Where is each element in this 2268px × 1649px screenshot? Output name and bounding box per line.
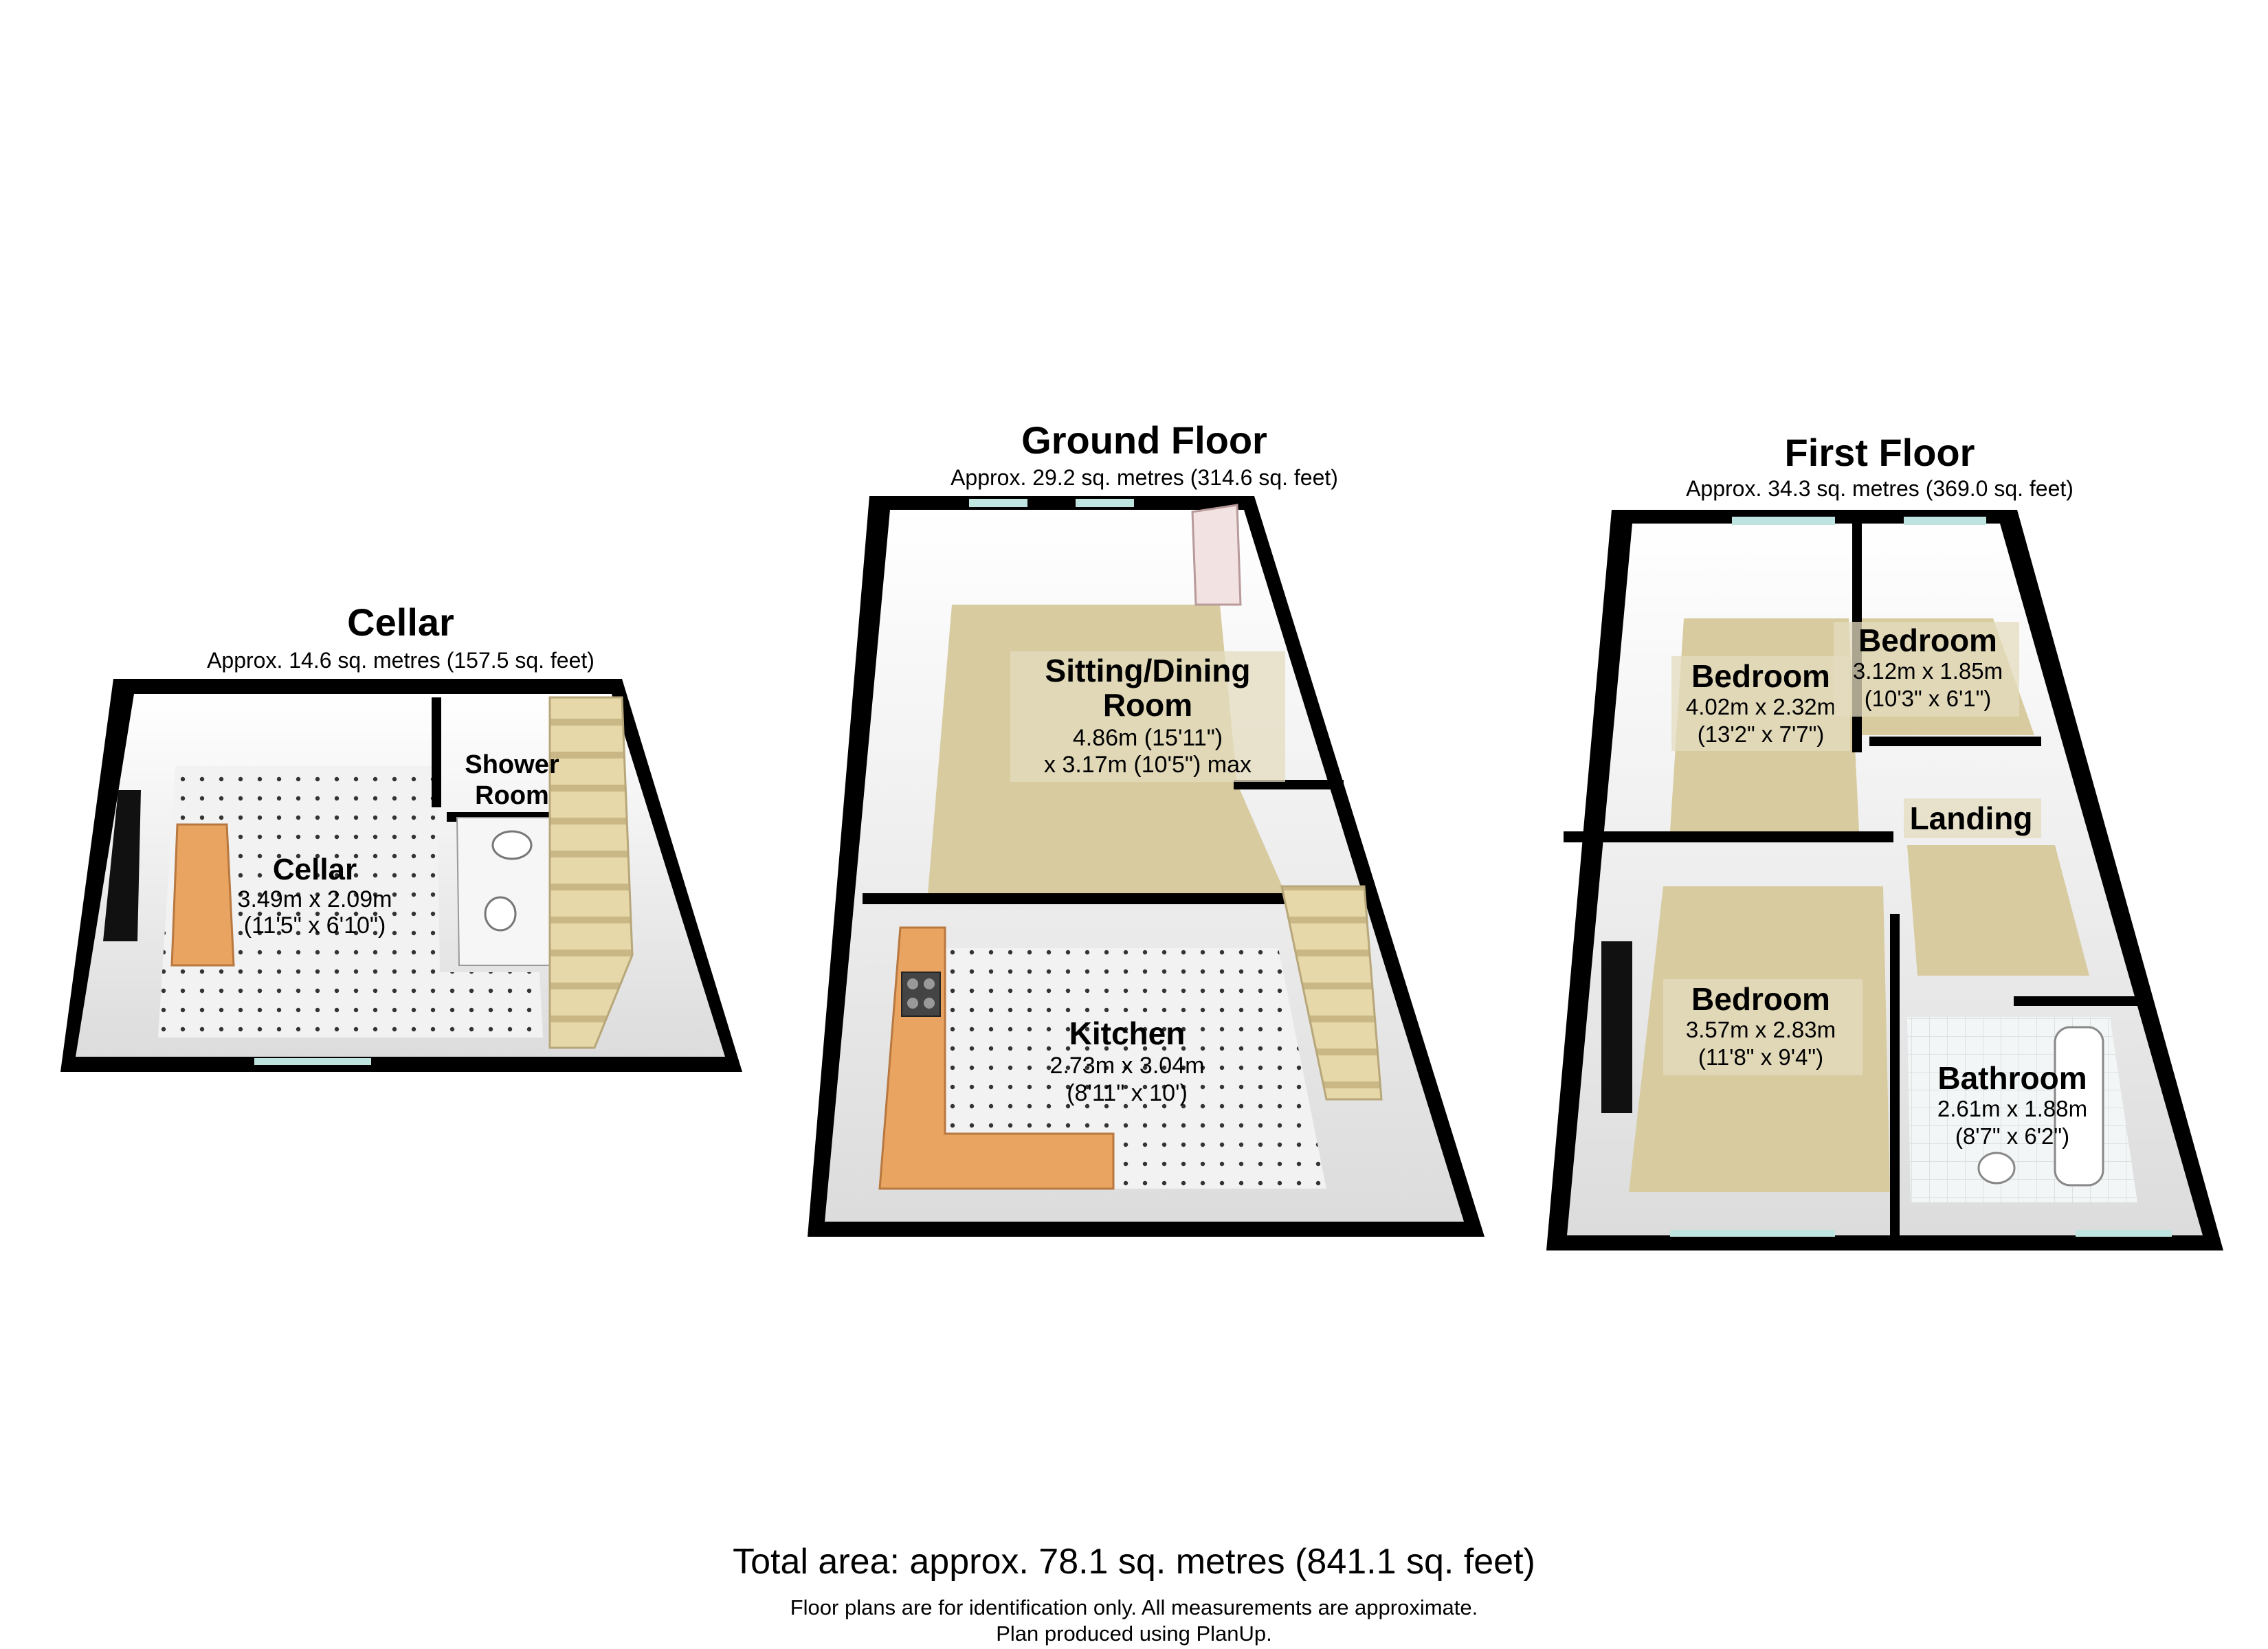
first-floor-plan: First Floor Approx. 34.3 sq. metres (369… — [1546, 431, 2223, 1250]
ground-stair-wall — [1234, 780, 1344, 789]
cellar-floor-plan: Cellar Approx. 14.6 sq. metres (157.5 sq… — [60, 601, 742, 1072]
first-window-3 — [1670, 1230, 1835, 1237]
hob-ring-icon — [924, 978, 935, 989]
first-floor-area: Approx. 34.3 sq. metres (369.0 sq. feet) — [1686, 476, 2074, 501]
cellar-window — [254, 1058, 371, 1065]
first-mid-wall — [1564, 831, 1893, 842]
first-window-4 — [2076, 1230, 2172, 1237]
sitting-room-label-bg — [1010, 651, 1285, 782]
bathroom-bath-icon — [2054, 1026, 2104, 1187]
ground-front-door — [1191, 504, 1242, 606]
bedroom-3-label-bg — [1663, 979, 1863, 1075]
total-area: Total area: approx. 78.1 sq. metres (841… — [733, 1542, 1535, 1582]
bathroom-name: Bathroom — [1937, 1060, 2087, 1096]
hob-ring-icon — [907, 978, 918, 989]
bedroom-3-wall-recess — [1601, 941, 1632, 1113]
cellar-room-floor — [158, 766, 543, 1037]
shower-room-name-2: Room — [475, 781, 549, 810]
landing-label-bg — [1904, 798, 2041, 838]
bathroom-wall — [1890, 914, 1900, 1244]
bedroom-3-dim-metric: 3.57m x 2.83m — [1686, 1017, 1836, 1042]
shower-basin-icon — [491, 830, 533, 860]
first-window-2 — [1904, 517, 1986, 525]
bedroom-2-dim-metric: 3.12m x 1.85m — [1853, 658, 2003, 684]
kitchen-hob-icon — [901, 972, 941, 1017]
bedroom-1-name: Bedroom — [1691, 658, 1830, 694]
ground-window-1 — [969, 499, 1027, 507]
cellar-room-name: Cellar — [273, 853, 357, 886]
bedroom-3-name: Bedroom — [1691, 981, 1830, 1017]
cellar-room-dim-metric: 3.49m x 2.09m — [238, 886, 392, 912]
bedroom-1-dim-imperial: (13'2" x 7'7") — [1698, 721, 1825, 747]
cellar-area: Approx. 14.6 sq. metres (157.5 sq. feet) — [207, 648, 594, 673]
kitchen-floor — [887, 948, 1326, 1189]
cellar-left-recess — [103, 790, 141, 941]
first-window-1 — [1732, 517, 1835, 525]
bathroom-dim-metric: 2.61m x 1.88m — [1937, 1096, 2087, 1121]
bedroom-2-bottom-wall — [1869, 737, 2041, 746]
cellar-worktop — [170, 823, 235, 967]
bathroom-toilet-icon — [1977, 1152, 2016, 1185]
kitchen-name: Kitchen — [1069, 1016, 1186, 1051]
shower-toilet-icon — [484, 896, 517, 932]
ground-window-2 — [1076, 499, 1134, 507]
ground-floor-plan: Ground Floor Approx. 29.2 sq. metres (31… — [808, 418, 1485, 1237]
ground-floor-title: Ground Floor — [1021, 418, 1267, 462]
bedroom-2-name: Bedroom — [1858, 622, 1997, 658]
cellar-stairs — [548, 696, 634, 1049]
bathroom-dim-imperial: (8'7" x 6'2") — [1955, 1123, 2069, 1149]
ground-partition-wall — [863, 893, 1302, 904]
ground-stairs — [1280, 885, 1383, 1101]
landing-floor — [1907, 845, 2089, 976]
hob-ring-icon — [907, 998, 918, 1009]
landing-name: Landing — [1910, 800, 2033, 836]
bedroom-3-dim-imperial: (11'8" x 9'4") — [1698, 1044, 1823, 1070]
ground-floor-area: Approx. 29.2 sq. metres (314.6 sq. feet) — [950, 465, 1338, 490]
bedroom-1-label-bg — [1671, 656, 1850, 751]
kitchen-dim-metric: 2.73m x 3.04m — [1050, 1053, 1205, 1079]
shower-room-name-1: Shower — [465, 750, 559, 779]
bedroom-1-dim-metric: 4.02m x 2.32m — [1686, 694, 1836, 719]
bedroom-2-dim-imperial: (10'3" x 6'1") — [1865, 686, 1992, 711]
cellar-title: Cellar — [347, 601, 454, 644]
planup-credit: Plan produced using PlanUp. — [996, 1622, 1272, 1646]
sitting-room-dim-2: x 3.17m (10'5") max — [1044, 752, 1252, 778]
kitchen-dim-imperial: (8'11" x 10') — [1067, 1080, 1188, 1106]
sitting-room-name-2: Room — [1103, 687, 1192, 723]
disclaimer-note: Floor plans are for identification only.… — [790, 1595, 1478, 1619]
first-floor-title: First Floor — [1785, 431, 1975, 474]
bedroom-2-label-bg — [1834, 622, 2019, 717]
sitting-room-name-1: Sitting/Dining — [1045, 653, 1251, 688]
sitting-room-dim-1: 4.86m (15'11") — [1073, 725, 1223, 751]
cellar-partition-wall — [432, 697, 441, 807]
cellar-room-dim-imperial: (11'5" x 6'10") — [244, 912, 386, 939]
bathroom-top-wall — [2014, 996, 2144, 1006]
hob-ring-icon — [924, 998, 935, 1009]
